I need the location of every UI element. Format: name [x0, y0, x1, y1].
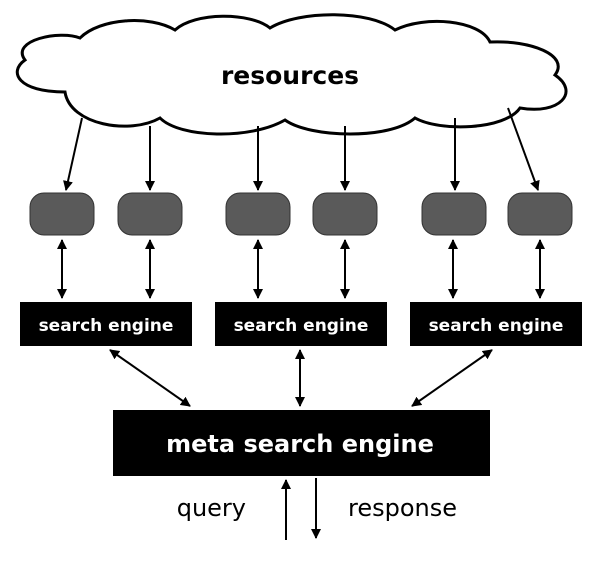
search-engine-2: search engine [215, 302, 387, 346]
index-node-6 [507, 192, 573, 236]
index-to-engine-arrows [57, 239, 545, 299]
index-node-3 [225, 192, 291, 236]
engine-to-meta-arrows [109, 349, 493, 407]
response-label: response [348, 494, 457, 522]
index-node-1 [29, 192, 95, 236]
index-node-5 [421, 192, 487, 236]
query-label: query [177, 494, 246, 522]
io-arrows [281, 478, 321, 540]
search-engine-3: search engine [410, 302, 582, 346]
search-engine-1-label: search engine [39, 316, 174, 336]
cloud-arrow-1 [63, 117, 83, 191]
resources-cloud [15, 13, 568, 136]
meta-arrow-left [109, 349, 191, 407]
resources-label: resources [221, 61, 359, 90]
index-node-2 [117, 192, 183, 236]
meta-search-engine-label: meta search engine [166, 430, 434, 458]
search-engine-3-label: search engine [429, 316, 564, 336]
meta-arrow-right [411, 349, 493, 407]
index-node-4 [312, 192, 378, 236]
cloud-to-index-arrows [63, 107, 540, 191]
meta-search-engine: meta search engine [113, 410, 490, 476]
search-engine-1: search engine [20, 302, 192, 346]
search-engine-2-label: search engine [234, 316, 369, 336]
cloud-arrow-6 [507, 107, 540, 191]
index-nodes [29, 192, 573, 236]
